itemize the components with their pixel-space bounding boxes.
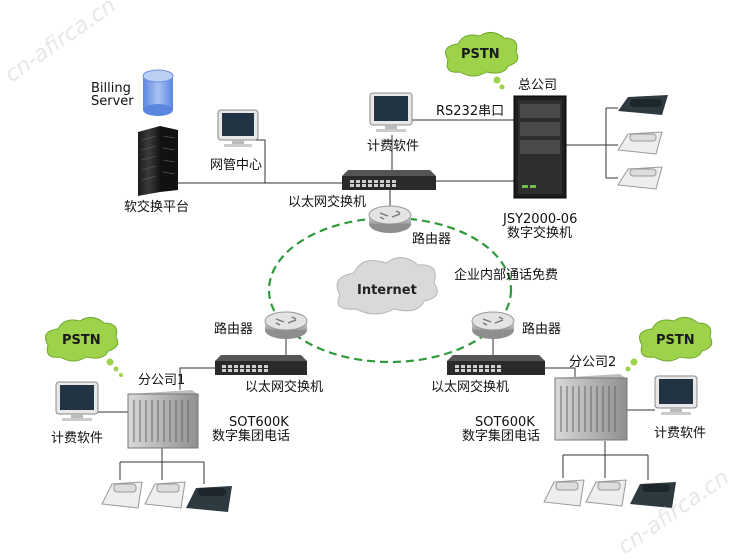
internet-label: Internet [357, 283, 417, 298]
sot-desc-label-right: 数字集团电话 [462, 429, 541, 444]
pstn-cloud-branch1 [45, 317, 123, 377]
pbx-cabinet-icon-jsy [513, 95, 567, 199]
router-label-left: 路由器 [214, 322, 254, 337]
jsy-model-label: JSY2000-06 [503, 212, 578, 227]
telephone-icon [101, 95, 676, 512]
ethernet-switch-icon-right [447, 355, 545, 375]
nms-center-label: 网管中心 [210, 158, 263, 173]
ethernet-switch-icon-top [342, 170, 436, 190]
database-icon [142, 69, 174, 116]
router-icon-right [471, 311, 515, 339]
internet-cloud [336, 257, 438, 315]
pstn-label-hq: PSTN [461, 47, 500, 62]
sot-model-label-right: SOT600K [475, 415, 535, 430]
rs232-label: RS232串口 [436, 104, 505, 119]
router-icon-left [264, 311, 308, 339]
connection-lines [98, 107, 655, 484]
billing-software-label-branch2: 计费软件 [654, 426, 707, 441]
router-label-top: 路由器 [412, 232, 452, 247]
pstn-cloud-hq [445, 32, 519, 90]
pbx-cabinet-icon-branch2 [554, 374, 628, 441]
sot-desc-label-left: 数字集团电话 [212, 429, 291, 444]
server-rack-icon [138, 126, 178, 196]
jsy-desc-label: 数字交换机 [507, 226, 573, 241]
pbx-cabinet-icon-branch1 [127, 390, 200, 449]
billing-software-label-branch1: 计费软件 [51, 431, 104, 446]
internal-free-label: 企业内部通话免费 [454, 268, 559, 283]
pstn-label-branch2: PSTN [656, 333, 695, 348]
ethernet-switch-label-left: 以太网交换机 [245, 380, 324, 395]
ethernet-switch-icon-left [215, 355, 307, 375]
monitor-icon-hq [369, 92, 413, 132]
headquarters-label: 总公司 [518, 78, 558, 93]
router-icon-top [368, 205, 412, 233]
pstn-cloud-branch2 [625, 317, 713, 372]
sot-model-label-left: SOT600K [229, 415, 289, 430]
softswitch-label: 软交换平台 [124, 200, 190, 215]
branch2-label: 分公司2 [569, 355, 617, 370]
monitor-icon-nms [217, 109, 259, 147]
router-label-right: 路由器 [522, 322, 562, 337]
monitor-icon-branch1 [55, 381, 99, 421]
billing-server-label-2: Server [91, 94, 134, 109]
billing-server-label-1: Billing [91, 81, 131, 96]
ethernet-switch-label-top: 以太网交换机 [288, 195, 367, 210]
monitor-icon-branch2 [654, 375, 698, 415]
branch1-label: 分公司1 [138, 373, 186, 388]
billing-software-label-hq: 计费软件 [367, 139, 420, 154]
ethernet-switch-label-right: 以太网交换机 [431, 380, 510, 395]
pstn-label-branch1: PSTN [62, 333, 101, 348]
